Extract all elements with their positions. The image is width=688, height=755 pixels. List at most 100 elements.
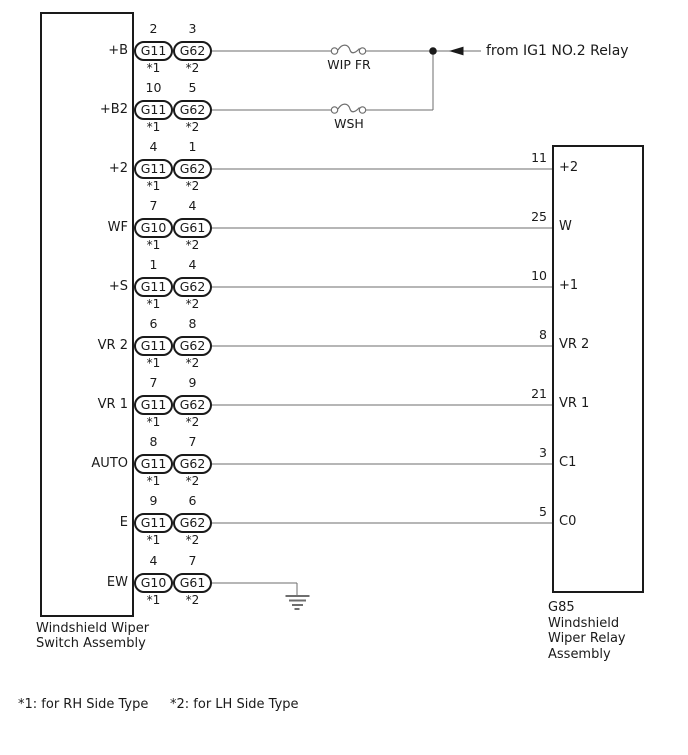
connector-pin-number: 2	[149, 21, 158, 36]
footnote-lh-side: *2: for LH Side Type	[170, 697, 299, 712]
connector-pin-number: 7	[188, 434, 197, 449]
ground-icon	[285, 595, 310, 610]
connector-pin-number: 10	[145, 80, 162, 95]
caption-line: Windshield Wiper	[36, 621, 150, 636]
switch-terminal-label: VR 2	[97, 338, 128, 353]
footnote-ref: *1	[146, 593, 161, 607]
fuse-terminal-icon	[358, 47, 367, 55]
footnote-ref: *2	[185, 179, 200, 193]
footnote-rh-side: *1: for RH Side Type	[18, 697, 149, 712]
connector-pin-number: 4	[149, 139, 158, 154]
connector-pin-number: 5	[188, 80, 197, 95]
fuse-symbol-wsh	[330, 103, 367, 114]
fuse-symbol-wip-fr	[330, 44, 367, 55]
relay-terminal-label: C1	[559, 455, 577, 470]
connector-pin-number: 6	[188, 493, 197, 508]
connector-oval: G11	[134, 513, 173, 533]
switch-terminal-label: AUTO	[91, 456, 128, 471]
connector-oval: G11	[134, 395, 173, 415]
switch-assembly-box	[40, 12, 134, 617]
connector-pin-number: 7	[149, 198, 158, 213]
connector-oval: G62	[173, 454, 212, 474]
connector-oval: G62	[173, 336, 212, 356]
switch-terminal-label: +S	[108, 279, 128, 294]
connector-pin-number: 9	[149, 493, 158, 508]
connector-oval: G10	[134, 573, 173, 593]
relay-pin-number: 5	[539, 504, 547, 519]
connector-oval: G11	[134, 100, 173, 120]
relay-assembly-box	[552, 145, 644, 593]
connector-oval: G62	[173, 513, 212, 533]
footnote-ref: *1	[146, 474, 161, 488]
connector-pin-number: 3	[188, 21, 197, 36]
footnote-ref: *1	[146, 415, 161, 429]
caption-line: Windshield	[548, 615, 620, 631]
connector-oval: G62	[173, 41, 212, 61]
connector-pin-number: 4	[188, 198, 197, 213]
footnote-ref: *1	[146, 356, 161, 370]
footnote-ref: *2	[185, 415, 200, 429]
connector-oval: G62	[173, 100, 212, 120]
switch-terminal-label: +2	[108, 161, 128, 176]
switch-terminal-label: EW	[106, 575, 128, 590]
fuse-terminal-icon	[330, 106, 339, 114]
footnote-ref: *2	[185, 593, 200, 607]
connector-pin-number: 7	[188, 553, 197, 568]
footnote-ref: *2	[185, 238, 200, 252]
footnote-ref: *1	[146, 238, 161, 252]
connector-oval: G61	[173, 573, 212, 593]
caption-line: Switch Assembly	[36, 635, 146, 651]
relay-terminal-label: +2	[559, 160, 579, 175]
fuse-label-wsh: WSH	[334, 116, 364, 131]
switch-terminal-label: WF	[107, 220, 128, 235]
connector-pin-number: 4	[188, 257, 197, 272]
power-source-label: from IG1 NO.2 Relay	[486, 43, 629, 59]
switch-terminal-label: +B2	[99, 102, 128, 117]
switch-terminal-label: E	[119, 515, 128, 530]
fuse-wave-icon	[337, 103, 360, 113]
relay-terminal-label: +1	[559, 278, 579, 293]
connector-oval: G11	[134, 41, 173, 61]
connector-oval: G62	[173, 277, 212, 297]
connector-oval: G11	[134, 336, 173, 356]
connector-oval: G61	[173, 218, 212, 238]
connector-oval: G11	[134, 277, 173, 297]
relay-terminal-label: VR 2	[559, 337, 590, 352]
relay-assembly-caption: G85 Windshield Wiper Relay Assembly	[548, 600, 626, 662]
connector-oval: G11	[134, 159, 173, 179]
connector-oval: G10	[134, 218, 173, 238]
relay-pin-number: 3	[539, 445, 547, 460]
connector-pin-number: 1	[188, 139, 197, 154]
fuse-terminal-icon	[330, 47, 339, 55]
connector-oval: G62	[173, 159, 212, 179]
footnote-ref: *1	[146, 120, 161, 134]
footnote-ref: *2	[185, 61, 200, 75]
switch-terminal-label: VR 1	[97, 397, 128, 412]
caption-line: Wiper Relay	[548, 631, 626, 646]
relay-pin-number: 25	[531, 209, 547, 224]
footnote-ref: *1	[146, 533, 161, 547]
relay-pin-number: 11	[531, 150, 547, 165]
footnote-ref: *2	[185, 474, 200, 488]
footnote-ref: *2	[185, 533, 200, 547]
footnote-ref: *1	[146, 297, 161, 311]
fuse-wave-icon	[337, 44, 360, 54]
arrow-left-icon	[449, 46, 464, 56]
footnote-ref: *2	[185, 120, 200, 134]
fuse-label-wip-fr: WIP FR	[327, 57, 371, 72]
relay-pin-number: 8	[539, 327, 547, 342]
footnote-ref: *2	[185, 297, 200, 311]
connector-oval: G11	[134, 454, 173, 474]
caption-line: Assembly	[548, 646, 611, 662]
relay-terminal-label: C0	[559, 514, 577, 529]
relay-terminal-label: VR 1	[559, 396, 590, 411]
relay-code: G85	[548, 600, 575, 615]
relay-pin-number: 10	[531, 268, 547, 283]
junction-dot	[429, 47, 437, 55]
relay-pin-number: 21	[531, 386, 547, 401]
wire-group	[211, 50, 552, 596]
connector-pin-number: 8	[188, 316, 197, 331]
connector-oval: G62	[173, 395, 212, 415]
